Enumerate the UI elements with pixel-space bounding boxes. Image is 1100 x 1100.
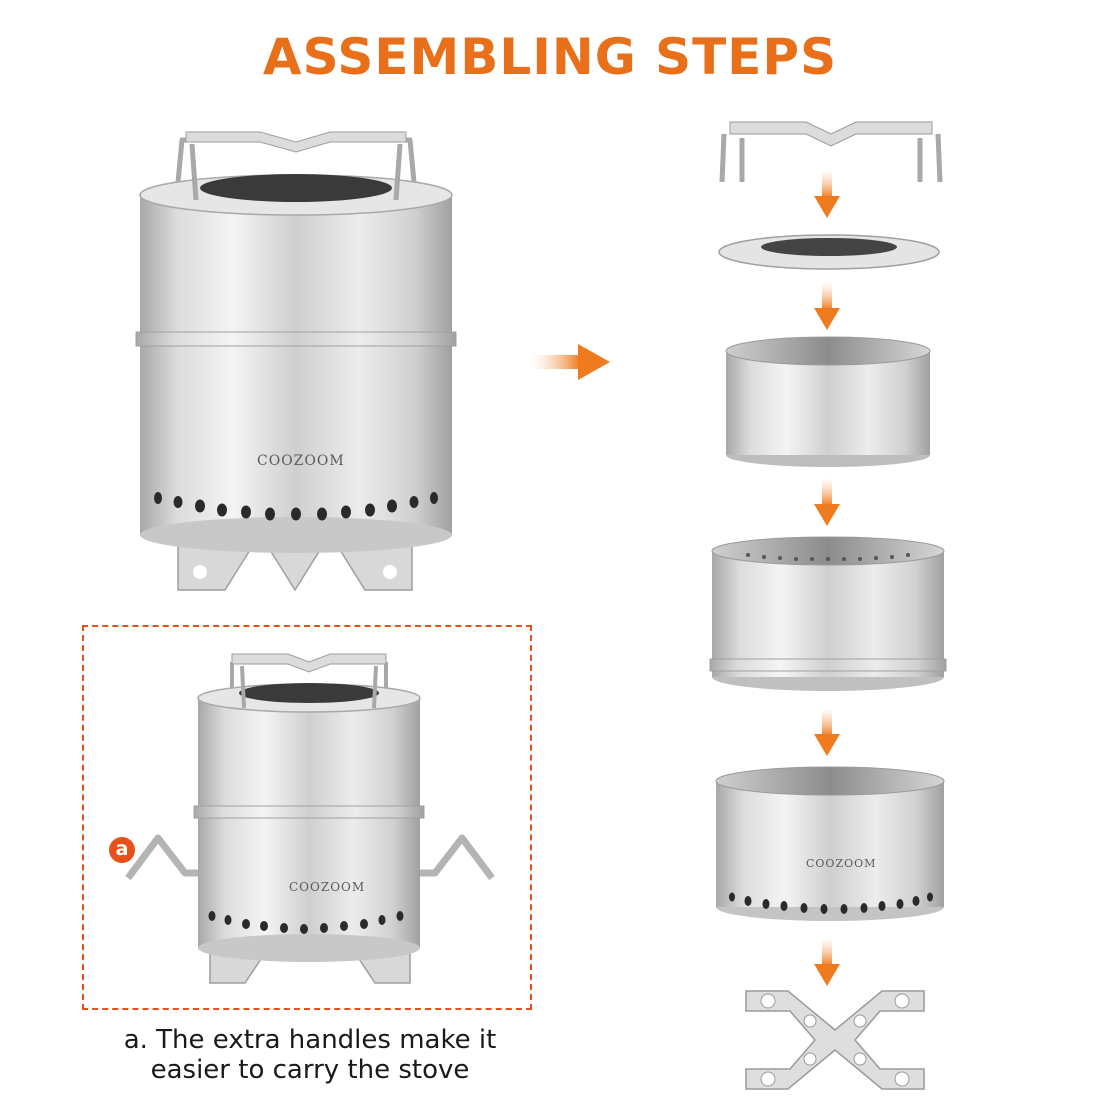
arrow-down-icon — [814, 708, 840, 756]
arrow-down-icon — [814, 282, 840, 330]
stove-with-handles-image — [125, 653, 495, 984]
handles-stove-brand-label: COOZOOM — [289, 880, 366, 894]
arrow-down-icon — [814, 938, 840, 986]
arrow-right-icon — [532, 344, 610, 380]
step-upper-cylinder-image — [709, 536, 947, 691]
handles-example-box — [82, 625, 532, 1010]
arrow-down-icon — [814, 170, 840, 218]
step-inner-cylinder-image — [725, 336, 931, 467]
arrow-down-icon — [814, 478, 840, 526]
handles-caption: a. The extra handles make it easier to c… — [100, 1025, 520, 1085]
step-pot-support-image — [719, 121, 943, 183]
stove-brand-label: COOZOOM — [257, 453, 345, 469]
assembled-stove-image — [135, 131, 457, 592]
step-base-brand-label: COOZOOM — [806, 857, 877, 870]
caption-line-1: a. The extra handles make it — [123, 1025, 497, 1055]
handle-badge-a: a — [109, 837, 135, 863]
caption-line-2: easier to carry the stove — [150, 1055, 470, 1085]
step-top-ring-image — [718, 234, 940, 270]
page-title: ASSEMBLING STEPS — [262, 28, 838, 86]
step-stand-image — [745, 990, 925, 1090]
step-base-cylinder-image — [715, 766, 945, 921]
